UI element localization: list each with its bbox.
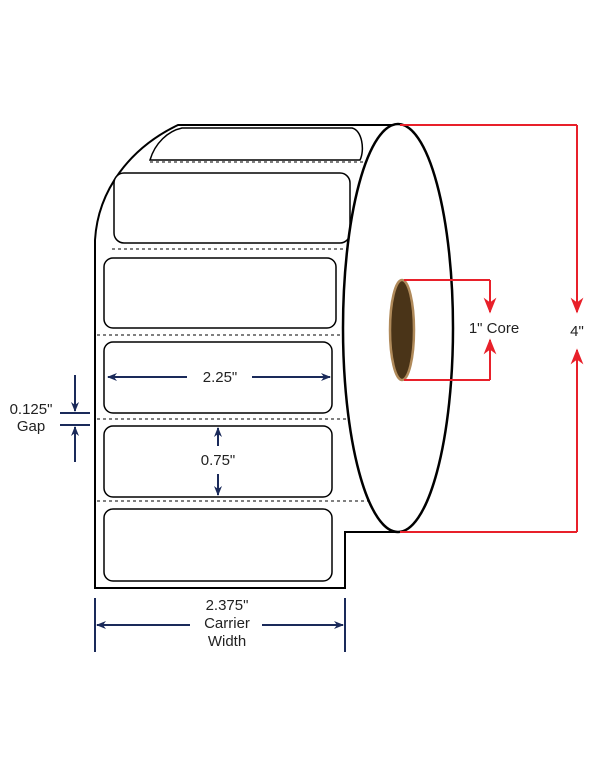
gap-dimension [60,375,90,462]
label-4 [103,425,333,498]
label-5 [103,508,333,582]
label-3 [103,341,333,414]
roll-side [341,122,455,534]
core-dimension [404,279,497,381]
label-width-value: 2.25" [203,369,238,386]
label-2 [103,257,337,329]
roll-diameter-label: 4" [570,323,584,340]
core-label: 1" Core [469,320,519,337]
carrier-width-value: 2.375" [206,597,249,614]
carrier-width-line2: Width [208,633,246,650]
label-height-value: 0.75" [201,452,236,469]
label-top-curved [148,127,364,161]
roll-diameter-dimension [400,124,584,533]
core-hole [388,278,416,382]
gap-word: Gap [17,418,45,435]
gap-value: 0.125" [10,401,53,418]
carrier-width-dimension [94,598,346,652]
label-1 [113,172,351,244]
perforation-lines [97,161,398,502]
labels-on-strip [103,127,364,582]
carrier-width-line1: Carrier [204,615,250,632]
